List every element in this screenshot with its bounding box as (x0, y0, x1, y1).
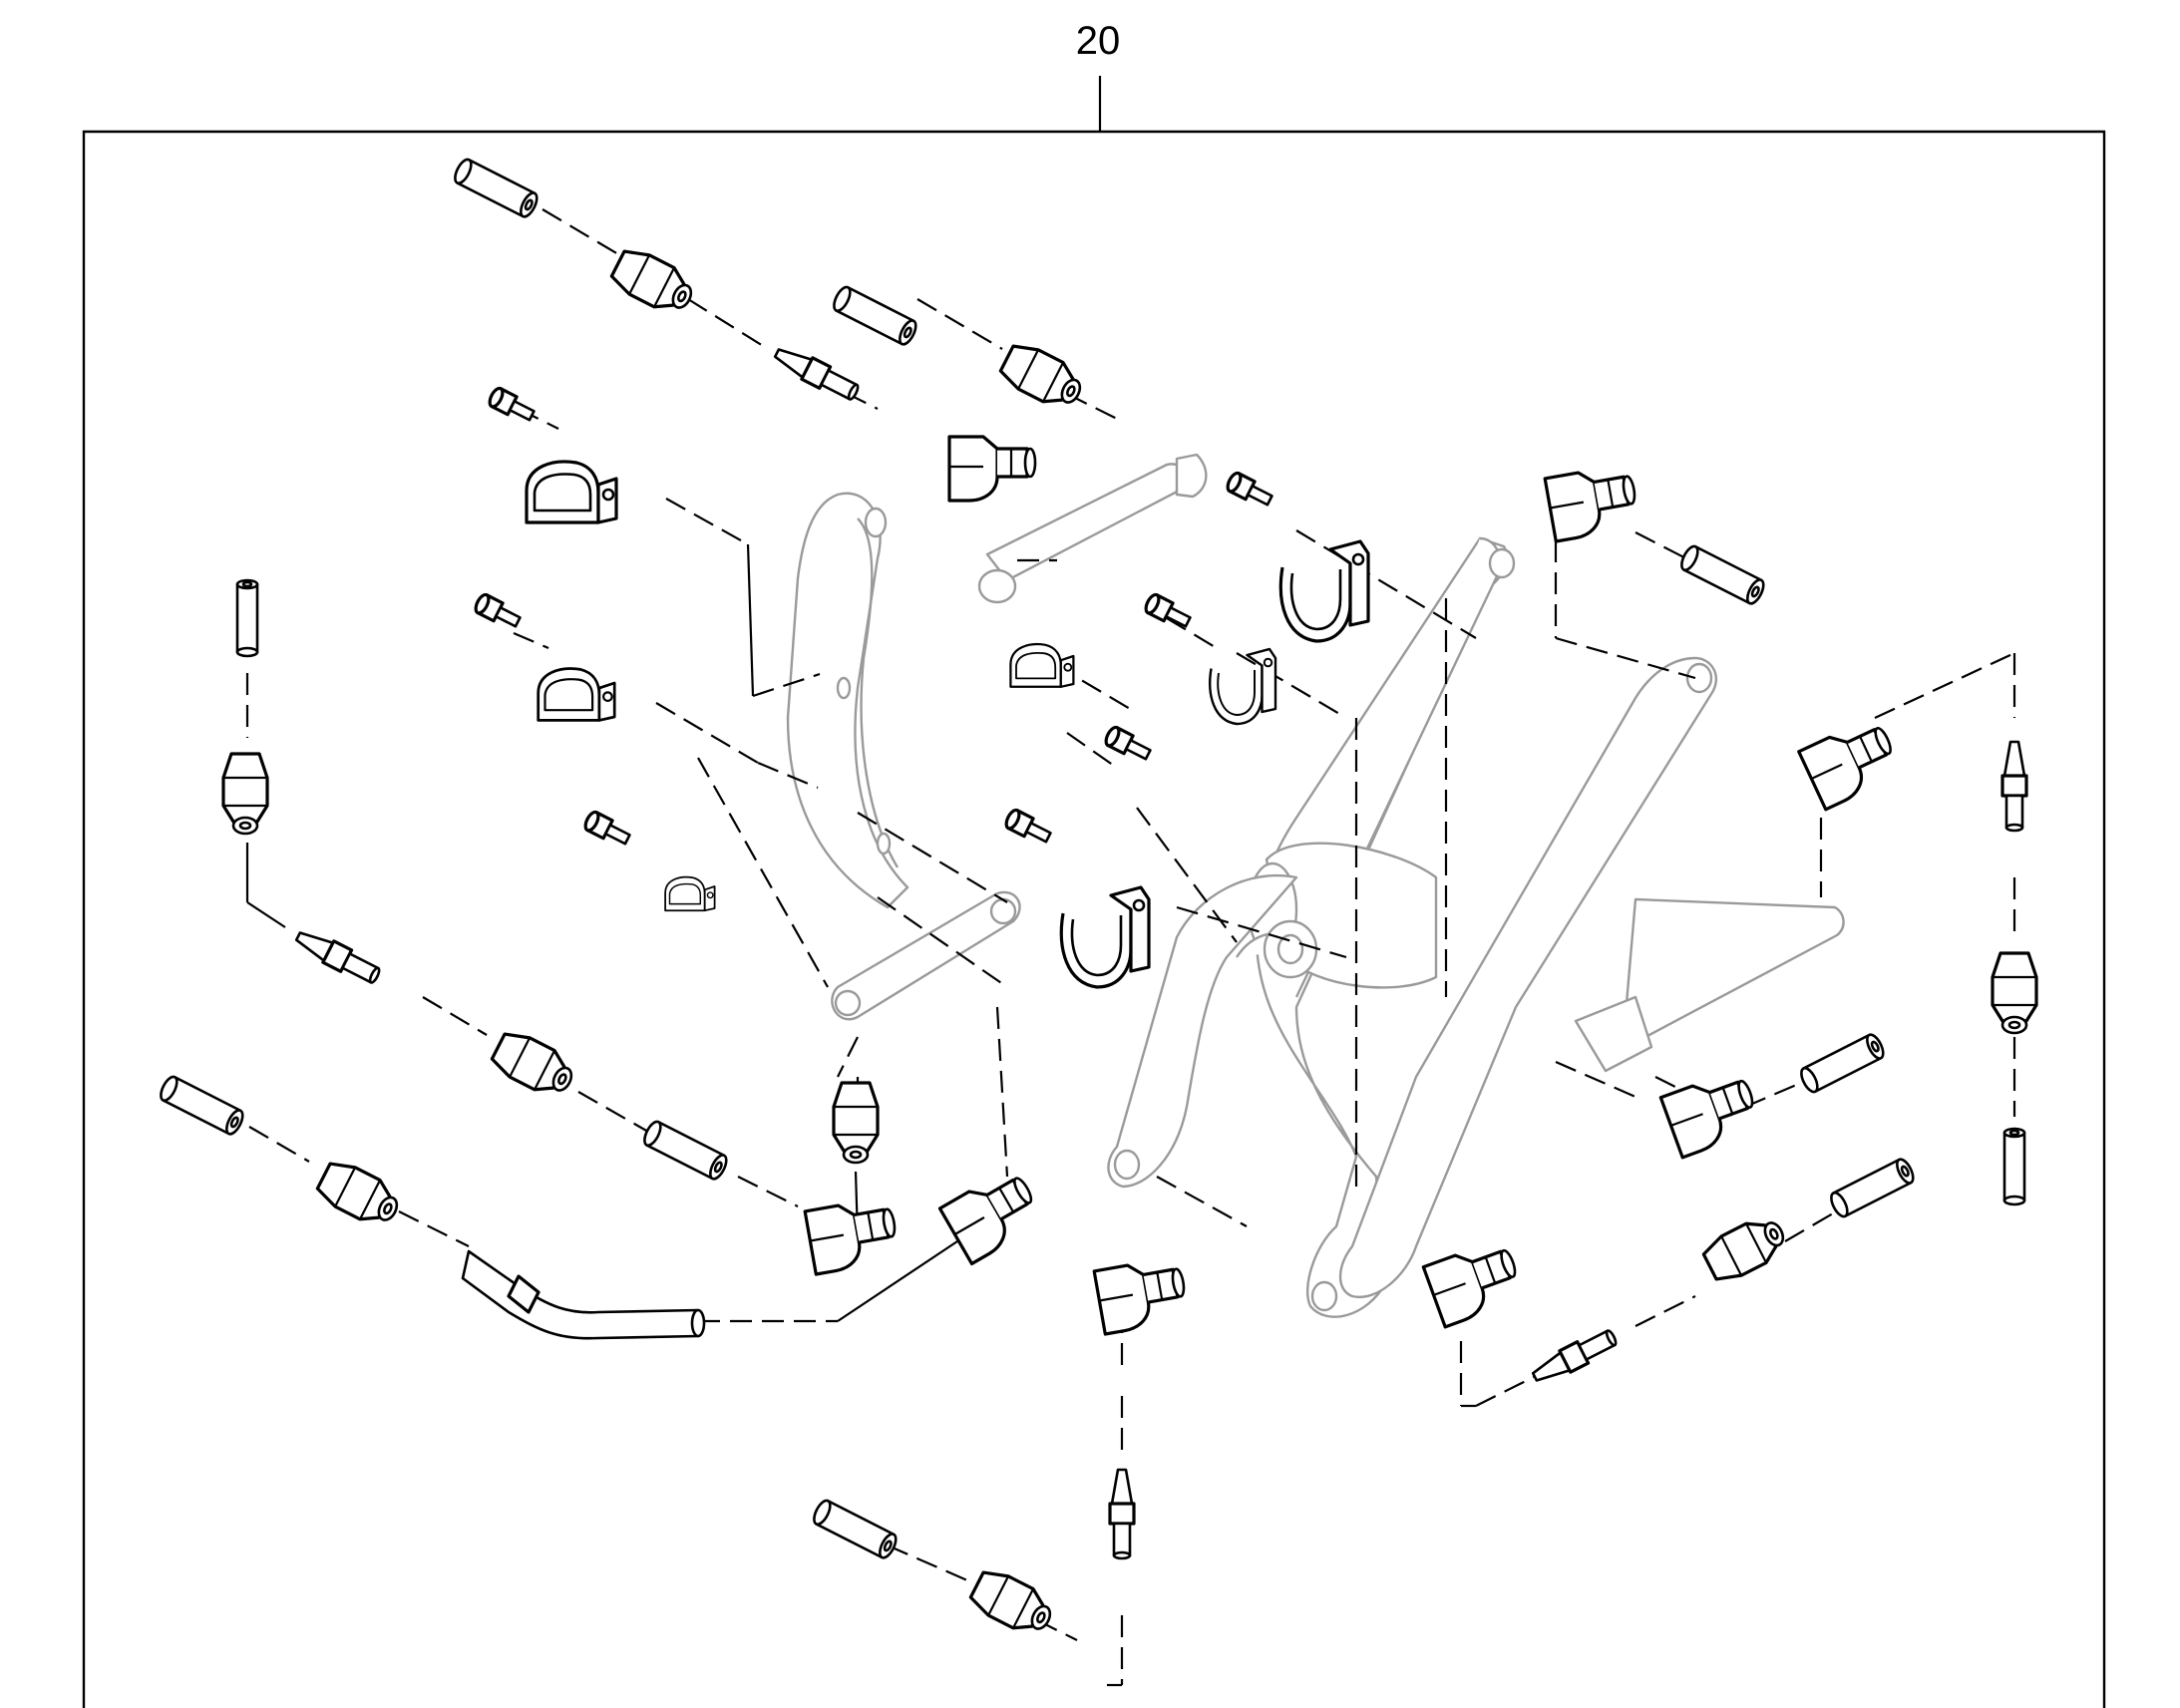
bolt-icon (1101, 723, 1155, 766)
hose-end-icon (290, 923, 385, 989)
hose-clamp-icon (537, 667, 616, 722)
elbow-fitting-icon (803, 1195, 903, 1276)
hose-clamp-icon (1278, 539, 1370, 643)
hose-sleeve-icon (1676, 542, 1768, 608)
hose-end-icon (2000, 740, 2028, 833)
hose-sleeve-icon (1826, 1155, 1918, 1220)
hose-fitting-icon (606, 242, 701, 322)
bent-pipe-icon (461, 1249, 706, 1340)
bolt-icon (580, 808, 634, 851)
hose-sleeve-icon (156, 1073, 247, 1139)
hose-clamp-icon (1059, 885, 1151, 989)
hose-end-icon (1527, 1324, 1622, 1390)
bolt-icon (485, 384, 539, 427)
plug-icon (2002, 1127, 2026, 1206)
hose-fitting-icon (1698, 1208, 1793, 1288)
hose-end-icon (769, 340, 864, 406)
hose-clamp-icon (525, 460, 618, 524)
elbow-fitting-icon (947, 435, 1037, 503)
hose-fitting-icon (221, 752, 269, 836)
bolt-icon (1223, 469, 1276, 512)
hose-fitting-icon (995, 337, 1090, 417)
elbow-fitting-icon (1797, 713, 1906, 812)
hose-clamp-icon (1009, 642, 1075, 688)
bolt-icon (471, 590, 525, 633)
hose-sleeve-icon (639, 1118, 731, 1184)
hose-fitting-icon (965, 1563, 1060, 1643)
callout-number: 20 (1076, 19, 1121, 63)
hose-fitting-icon (312, 1155, 407, 1234)
bolt-icon (1141, 590, 1195, 633)
hose-clamp-icon (664, 875, 716, 912)
hose-sleeve-icon (809, 1497, 901, 1562)
hose-sleeve-icon (829, 283, 920, 349)
hose-sleeve-icon (1796, 1030, 1888, 1096)
hose-fitting-icon (1991, 951, 2038, 1035)
bolt-icon (1001, 806, 1055, 849)
hose-end-icon (1108, 1468, 1136, 1560)
hose-clamp-icon (1209, 647, 1277, 726)
elbow-fitting-icon (937, 1164, 1048, 1266)
diagram-frame (82, 130, 2106, 1708)
hose-fitting-icon (487, 1025, 581, 1105)
loader-arm-icon (786, 453, 1845, 1318)
elbow-fitting-icon (1092, 1254, 1192, 1336)
elbow-fitting-icon (1543, 462, 1642, 543)
hose-fitting-icon (832, 1081, 880, 1165)
elbow-fitting-icon (1658, 1066, 1765, 1160)
elbow-fitting-icon (1421, 1235, 1528, 1329)
plug-icon (235, 578, 259, 658)
hose-sleeve-icon (450, 156, 542, 221)
